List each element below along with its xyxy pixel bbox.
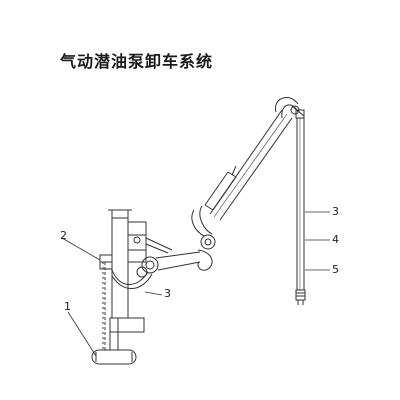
base-assembly — [91, 317, 145, 365]
callout-5: 5 — [332, 263, 339, 276]
callout-3-left: 3 — [164, 287, 171, 300]
callout-4: 4 — [332, 233, 339, 246]
support-box — [109, 317, 145, 333]
top-swivel — [274, 97, 305, 119]
inner-arm — [136, 251, 201, 278]
hose-loop — [111, 269, 153, 289]
callout-2: 2 — [60, 229, 67, 242]
drop-pipe — [296, 118, 305, 290]
leader-lines — [61, 211, 330, 357]
callout-3-right: 3 — [332, 205, 339, 218]
base-foot — [91, 349, 137, 365]
elbow-joint — [191, 205, 216, 271]
submersible-pump — [295, 289, 306, 305]
outer-arm — [209, 109, 293, 221]
diagram-title: 气动潜油泵卸车系统 — [60, 52, 214, 71]
control-box — [99, 254, 113, 270]
bracket — [127, 221, 173, 263]
callout-1: 1 — [64, 300, 71, 313]
